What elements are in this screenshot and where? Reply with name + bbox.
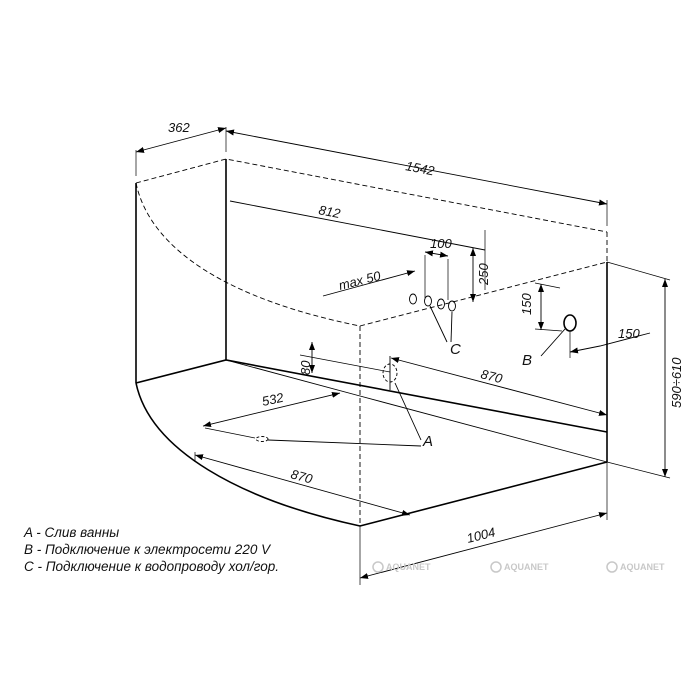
legend-c: C - Подключение к водопроводу хол/гор. xyxy=(24,559,279,574)
dim-label-250: 250 xyxy=(476,263,491,286)
watermark-text-2: AQUANET xyxy=(504,562,549,572)
dim-1004: 1004 xyxy=(359,462,608,585)
dim-812: 812 xyxy=(229,200,486,290)
dim-label-150b: 150 xyxy=(618,326,640,341)
drain-front: A xyxy=(204,427,433,450)
dim-label-362: 362 xyxy=(168,120,190,135)
dim-label-80: 80 xyxy=(298,360,313,375)
legend-b: B - Подключение к электросети 220 V xyxy=(24,542,272,557)
watermark-2: AQUANET xyxy=(490,561,549,573)
drain-back xyxy=(382,356,422,441)
watermark-logo-icon xyxy=(490,561,502,573)
dim-max50: max 50 xyxy=(322,268,416,297)
dim-label-870a: 870 xyxy=(479,366,504,386)
point-label-b: B xyxy=(522,352,532,369)
dim-label-1542: 1542 xyxy=(404,158,436,178)
dim-label-532: 532 xyxy=(261,390,286,409)
point-label-a: A xyxy=(422,433,433,450)
watermark-1: AQUANET xyxy=(372,561,431,573)
point-label-c: C xyxy=(450,341,461,358)
dim-label-100: 100 xyxy=(430,236,452,251)
dim-80: 80 xyxy=(298,342,391,375)
watermark-text-3: AQUANET xyxy=(620,562,665,572)
dim-label-590: 590÷610 xyxy=(669,357,684,408)
watermarks: AQUANET AQUANET AQUANET xyxy=(372,561,665,573)
dim-label-870b: 870 xyxy=(289,466,315,486)
dim-870-lower: 870 xyxy=(194,452,411,516)
dim-590-610: 590÷610 xyxy=(606,261,684,479)
tub-outline xyxy=(135,158,608,527)
dim-1542: 1542 xyxy=(225,129,608,226)
dim-label-max50: max 50 xyxy=(337,268,383,293)
watermark-text-1: AQUANET xyxy=(386,562,431,572)
dim-label-812: 812 xyxy=(317,202,342,221)
dim-870-upper: 870 xyxy=(390,357,608,416)
dim-100: 100 xyxy=(424,236,452,300)
watermark-3: AQUANET xyxy=(606,561,665,573)
dim-250: 250 xyxy=(470,248,491,302)
watermark-logo-icon xyxy=(606,561,618,573)
fitting-c: C xyxy=(409,293,461,358)
legend: A - Слив ванны B - Подключение к электро… xyxy=(23,525,279,574)
legend-a: A - Слив ванны xyxy=(23,525,119,540)
dim-label-1004: 1004 xyxy=(465,524,497,546)
dim-532: 532 xyxy=(202,390,341,428)
dim-362: 362 xyxy=(135,120,227,176)
watermark-logo-icon xyxy=(372,561,384,573)
point-b: B 150 150 xyxy=(519,282,651,369)
dim-label-150a: 150 xyxy=(519,293,534,315)
